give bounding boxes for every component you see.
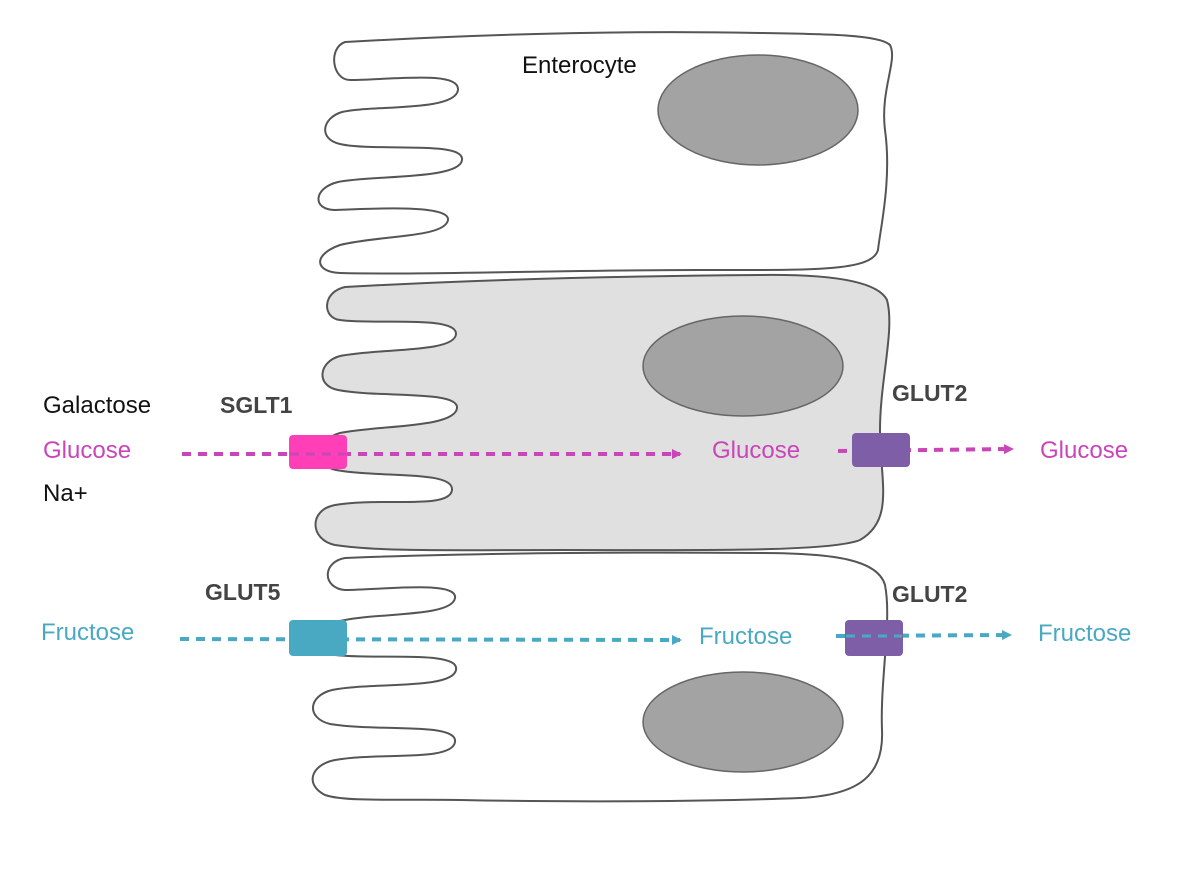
fructose-lumen-arrow	[179, 634, 682, 645]
top-nucleus	[657, 54, 859, 166]
middle-cell	[314, 273, 891, 552]
bottom-cell	[311, 551, 889, 803]
sglt1-transporter	[289, 435, 347, 469]
glut2-transporter-top	[852, 433, 910, 467]
fructose-output-label: Fructose	[1038, 620, 1131, 647]
fructose-intracellular-label: Fructose	[699, 623, 792, 650]
glucose-input-label: Glucose	[43, 437, 131, 464]
sodium-label: Na+	[43, 480, 88, 507]
glucose-blood-arrow	[837, 444, 1014, 455]
glut5-label: GLUT5	[205, 579, 281, 605]
bottom-nucleus	[642, 671, 844, 773]
sglt1-label: SGLT1	[220, 392, 293, 418]
middle-nucleus	[642, 315, 844, 417]
glut2-transporter-bottom	[845, 620, 903, 656]
cell-title: Enterocyte	[522, 52, 637, 79]
glucose-intracellular-label: Glucose	[712, 437, 800, 464]
fructose-blood-arrow	[835, 630, 1012, 641]
glucose-output-label: Glucose	[1040, 437, 1128, 464]
glut5-transporter	[289, 620, 347, 656]
glut2-bottom-label: GLUT2	[892, 581, 967, 607]
glut2-top-label: GLUT2	[892, 380, 967, 406]
fructose-input-label: Fructose	[41, 619, 134, 646]
galactose-label: Galactose	[43, 392, 151, 419]
